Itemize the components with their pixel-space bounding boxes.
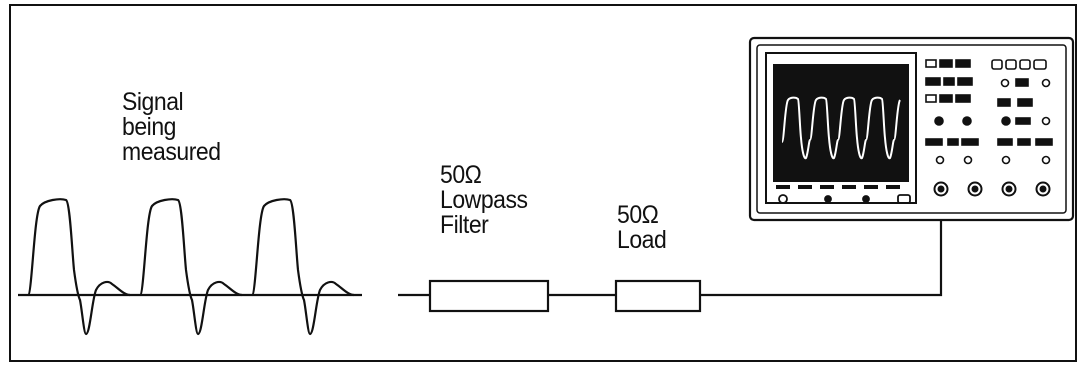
signal-label: Signal being measured — [122, 90, 221, 165]
load-label-line-2: Load — [617, 226, 667, 254]
signal-pulse-1 — [26, 198, 131, 336]
signal-label-line-3: measured — [122, 138, 221, 166]
signal-label-line-1: Signal — [122, 88, 184, 116]
screen-trace — [781, 96, 901, 160]
oscilloscope — [748, 36, 1075, 222]
filter-label: 50Ω Lowpass Filter — [440, 163, 528, 238]
signal-chain — [398, 193, 943, 313]
filter-label-line-3: Filter — [440, 211, 489, 239]
channel-inputs — [933, 181, 1051, 197]
signal-label-line-2: being — [122, 113, 176, 141]
filter-label-line-1: 50Ω — [440, 161, 482, 189]
lowpass-filter-box — [428, 279, 550, 313]
probe-cable — [700, 193, 943, 297]
screen-bottom-buttons — [778, 194, 911, 204]
front-panel-controls — [925, 59, 1053, 165]
signal-pulse-3 — [250, 198, 355, 336]
load-box — [614, 279, 702, 313]
signal-pulse-2 — [138, 198, 243, 336]
load-label: 50Ω Load — [617, 201, 667, 254]
oscilloscope-bezel — [756, 44, 1067, 214]
filter-label-line-2: Lowpass — [440, 186, 528, 214]
screen-softkeys — [776, 185, 900, 189]
signal-waveform — [18, 198, 362, 336]
load-label-line-1: 50Ω — [617, 201, 659, 229]
